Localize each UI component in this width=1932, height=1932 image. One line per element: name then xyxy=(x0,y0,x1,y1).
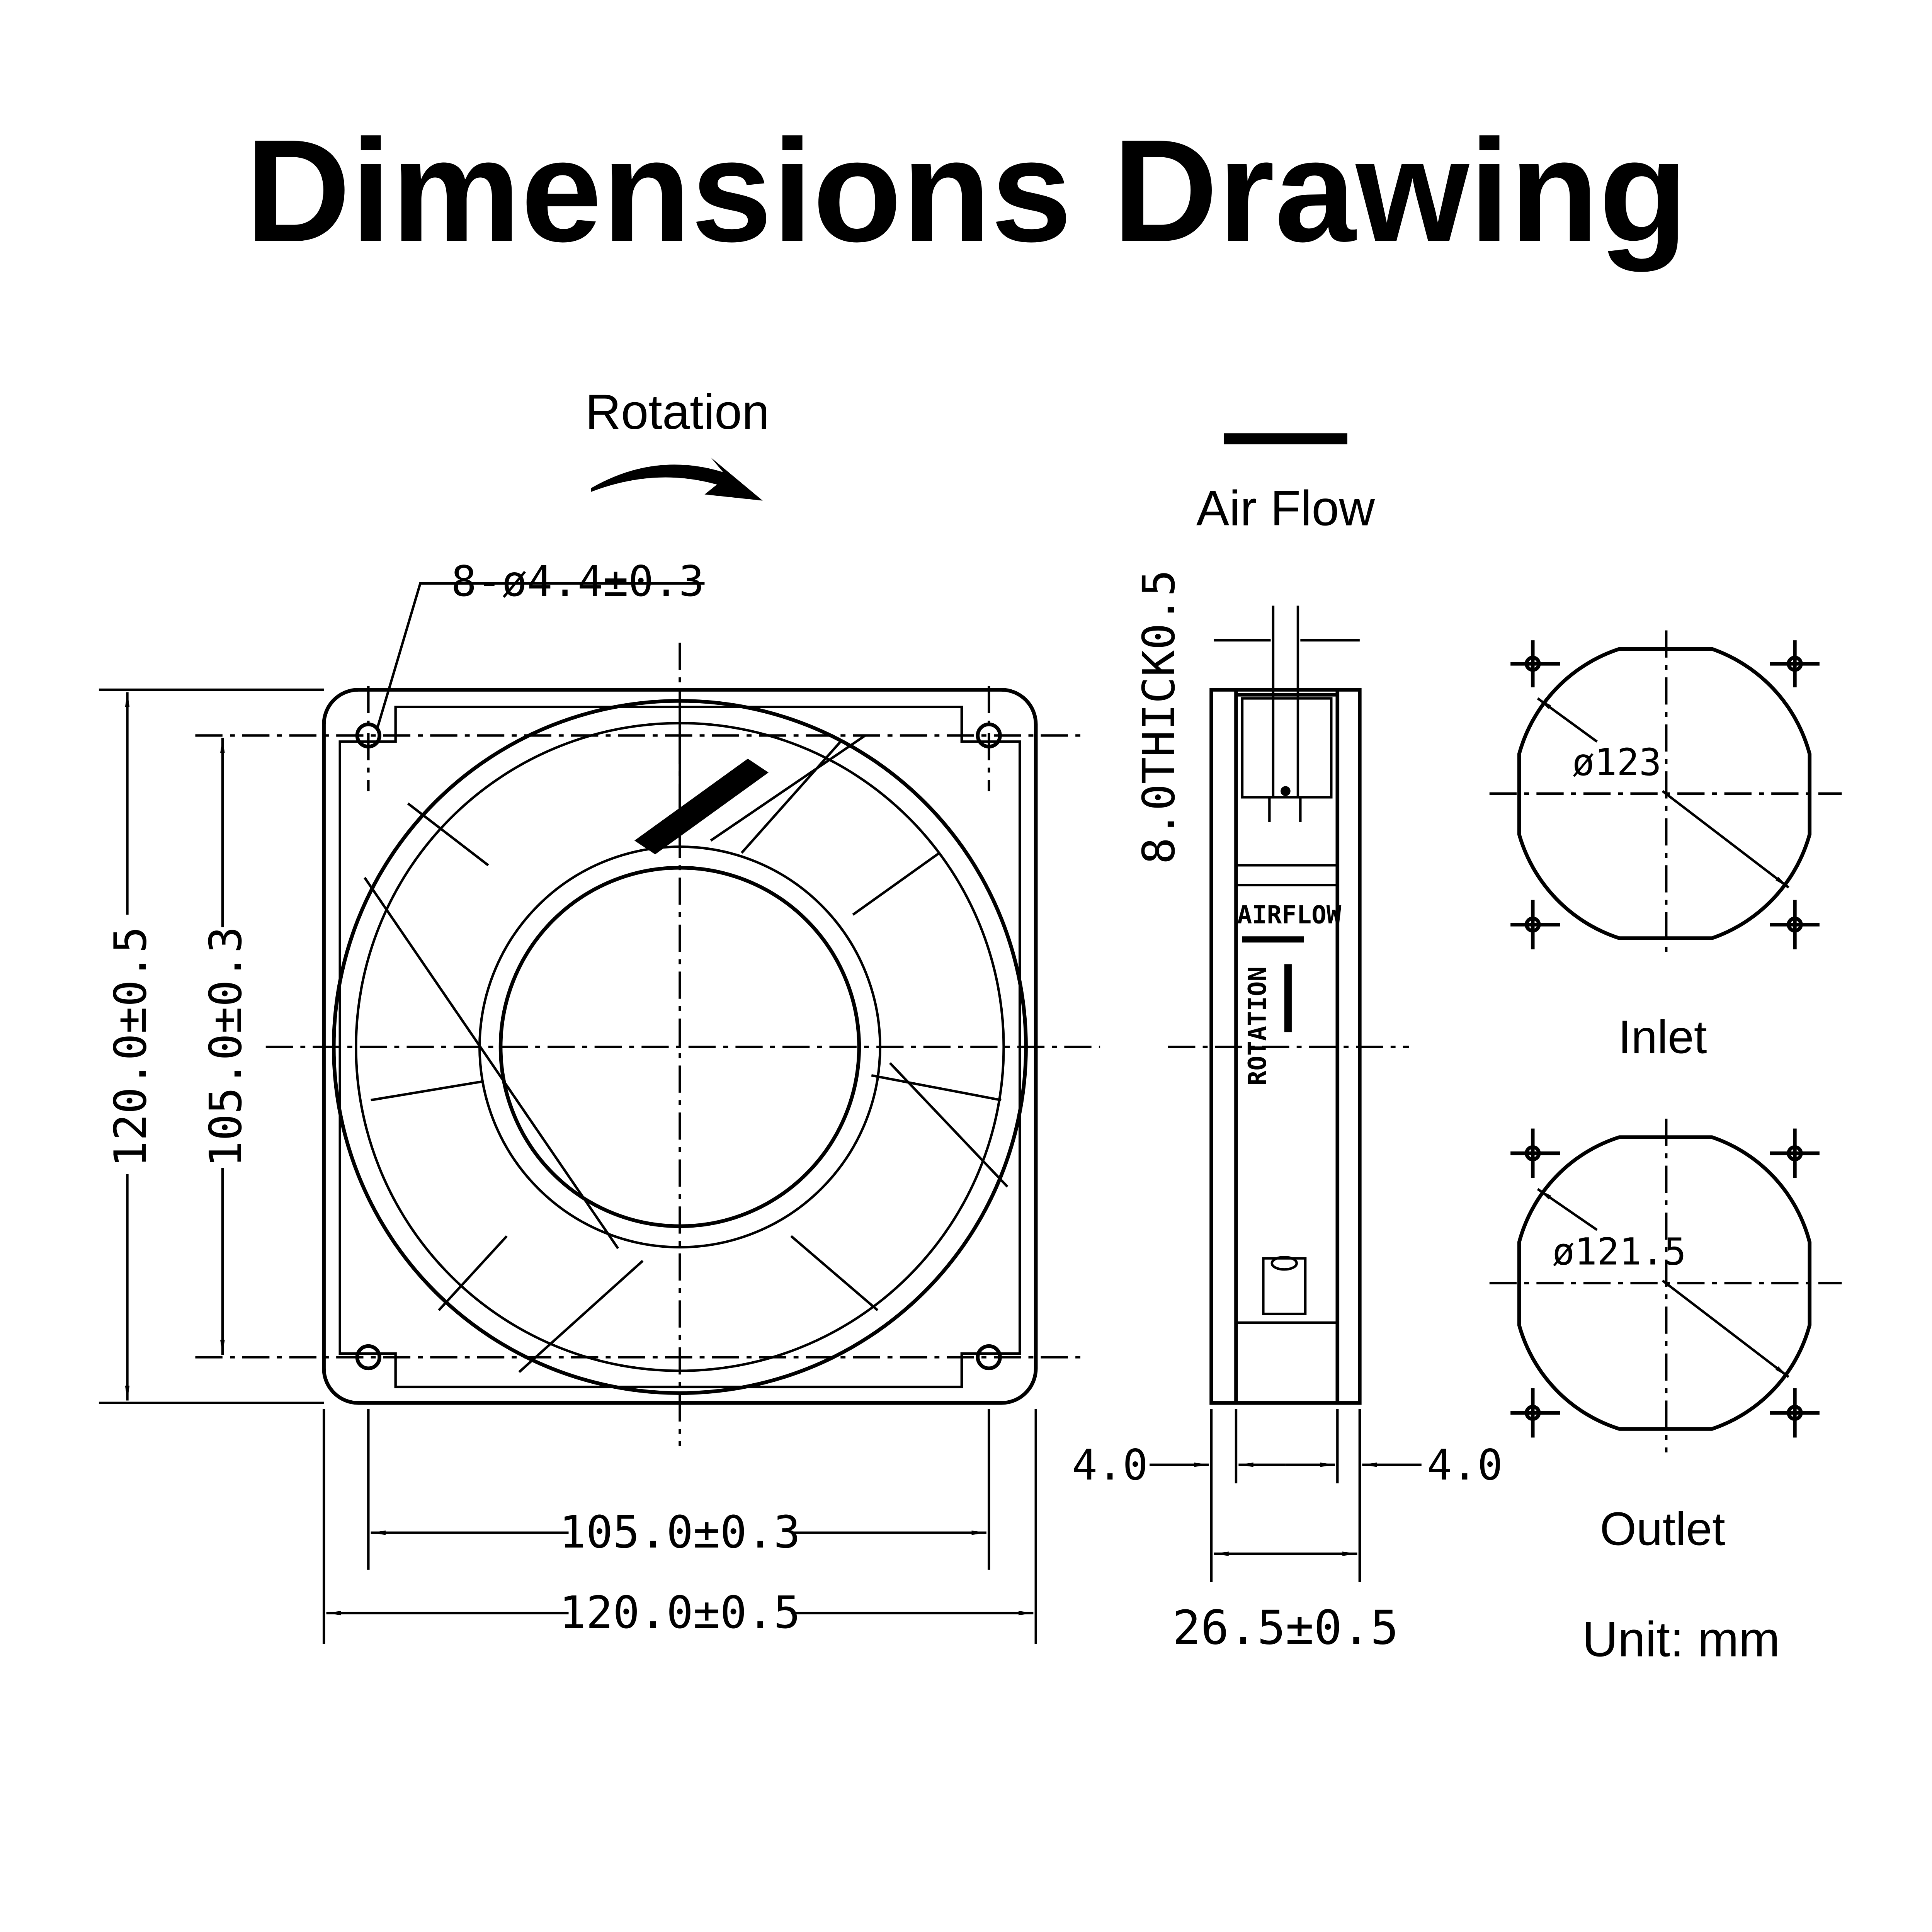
side-view: Air Flow 8.0THICK0.5 AIRFLOW ROTATION 4.… xyxy=(1072,433,1503,1655)
outlet-label: Outlet xyxy=(1600,1503,1725,1555)
inlet-view: ø123 Inlet xyxy=(1489,630,1842,1063)
page-title: Dimensions Drawing xyxy=(245,109,1688,273)
thick-label: 8.0THICK0.5 xyxy=(1133,570,1185,864)
airflow-label: Air Flow xyxy=(1196,481,1375,536)
unit-label: Unit: mm xyxy=(1582,1612,1780,1667)
rotation-label: Rotation xyxy=(585,384,770,440)
front-view: Rotation 8-ø4.4±0.3 120.0±0.5 105.0±0.3 … xyxy=(99,384,1100,1644)
hole-callout: 8-ø4.4±0.3 xyxy=(451,557,704,606)
rotation-arrow-icon xyxy=(591,457,763,501)
rotation-marking: ROTATION xyxy=(1243,966,1272,1085)
flange-right-dim: 4.0 xyxy=(1427,1440,1503,1490)
height-holes-dim: 105.0±0.3 xyxy=(200,927,252,1168)
depth-dim: 26.5±0.5 xyxy=(1172,1600,1398,1655)
inlet-label: Inlet xyxy=(1618,1011,1707,1063)
flange-left-dim: 4.0 xyxy=(1072,1440,1148,1490)
inlet-diameter: ø123 xyxy=(1572,741,1662,784)
outlet-view: ø121.5 Outlet xyxy=(1489,1119,1842,1555)
boss xyxy=(1262,1257,1307,1315)
height-outer-dim: 120.0±0.5 xyxy=(105,927,156,1168)
outlet-diameter: ø121.5 xyxy=(1552,1230,1686,1274)
width-outer-dim: 120.0±0.5 xyxy=(559,1587,800,1639)
airflow-marking: AIRFLOW xyxy=(1237,901,1342,930)
width-holes-dim: 105.0±0.3 xyxy=(559,1507,800,1558)
